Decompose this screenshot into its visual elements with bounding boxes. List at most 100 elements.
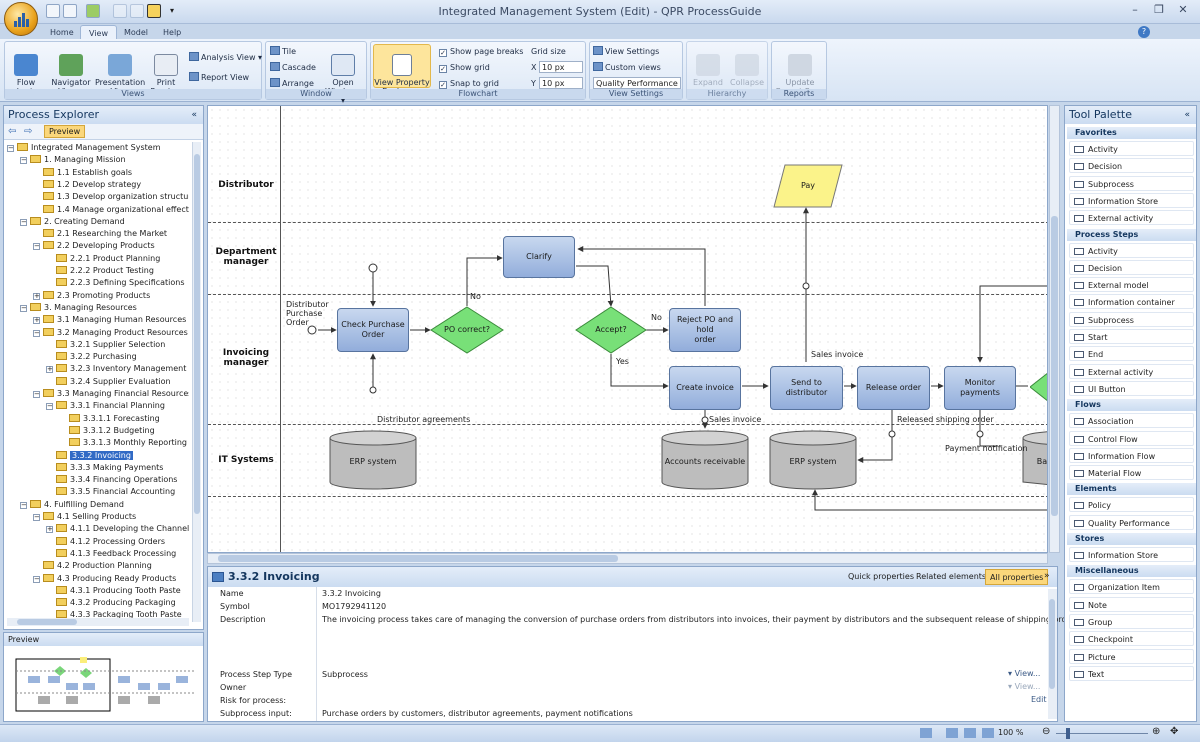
tree-item[interactable]: 4.2 Production Planning	[33, 560, 152, 572]
minimize-button[interactable]: –	[1132, 3, 1138, 16]
flowchart-canvas[interactable]: Distributor Department manager Invoicing…	[207, 105, 1048, 553]
palette-section-header[interactable]: Flows	[1067, 399, 1196, 412]
help-icon[interactable]: ?	[1138, 26, 1150, 38]
palette-item[interactable]: Information Flow	[1069, 447, 1194, 463]
tree-item[interactable]: 4.3.3 Packaging Tooth Paste	[46, 609, 182, 621]
tree-item[interactable]: 4.3.1 Producing Tooth Paste	[46, 585, 181, 597]
fit-page-icon[interactable]: ✥	[1170, 726, 1179, 737]
check-purchase-order-activity[interactable]: Check Purchase Order	[337, 308, 409, 352]
palette-section-header[interactable]: Process Steps	[1067, 228, 1196, 241]
pointer-tool-icon[interactable]	[147, 4, 161, 18]
palette-item[interactable]: Information Store	[1069, 547, 1194, 562]
reject-po-activity[interactable]: Reject PO and hold order	[669, 308, 741, 352]
tree-item[interactable]: 2.1 Researching the Market	[33, 228, 167, 240]
tab-view[interactable]: View	[80, 25, 117, 40]
view-link-2[interactable]: ▾ View...	[1008, 682, 1041, 691]
tree-item[interactable]: 1.4 Manage organizational effectivene	[33, 204, 189, 216]
zoom-out-icon[interactable]: ⊖	[1042, 726, 1051, 737]
palette-item[interactable]: Activity	[1069, 242, 1194, 258]
arrange-button[interactable]: Arrange	[270, 78, 314, 88]
tree-item[interactable]: 4.3.2 Producing Packaging	[46, 597, 176, 609]
zoom-in-icon[interactable]: ⊕	[1152, 726, 1161, 737]
palette-item[interactable]: Subprocess	[1069, 311, 1194, 327]
collapse-icon[interactable]: −	[33, 574, 40, 583]
report-view-button[interactable]: Report View	[189, 72, 249, 82]
zoom-slider[interactable]	[1056, 733, 1148, 734]
palette-item[interactable]: End	[1069, 346, 1194, 362]
application-menu-button[interactable]	[4, 2, 38, 36]
lane-invoicing-manager[interactable]: Invoicing manager	[222, 348, 270, 368]
open-icon[interactable]	[86, 4, 100, 18]
maximize-button[interactable]: ❐	[1154, 3, 1164, 16]
accept-decision[interactable]: Accept?	[575, 306, 647, 354]
edit-link[interactable]: Edit	[1031, 695, 1047, 704]
tree-item[interactable]: 4.1.2 Processing Orders	[46, 536, 165, 548]
palette-item[interactable]: Group	[1069, 613, 1194, 629]
collapse-icon[interactable]: −	[33, 390, 40, 398]
tree-item[interactable]: 3.3.1.2 Budgeting	[59, 425, 155, 437]
new-icon[interactable]	[63, 4, 77, 18]
tab-help[interactable]: Help	[163, 28, 182, 37]
tree-item[interactable]: −Integrated Management System	[7, 142, 161, 154]
view-link-1[interactable]: ▾ View...	[1008, 669, 1041, 678]
tree-item[interactable]: −1. Managing Mission	[20, 154, 126, 166]
view-mode-icon[interactable]	[920, 728, 932, 738]
props-scrollbar[interactable]	[1048, 589, 1057, 719]
expand-icon[interactable]: +	[33, 316, 40, 325]
tree-item[interactable]: 3.2.1 Supplier Selection	[46, 339, 165, 351]
tree-item[interactable]: +3.1 Managing Human Resources	[33, 314, 186, 326]
release-order-activity[interactable]: Release order	[857, 366, 930, 410]
grid-y-input[interactable]: 10 px	[539, 77, 583, 89]
tree-item[interactable]: +3.2.3 Inventory Management	[46, 363, 186, 375]
tree-item[interactable]: −4. Fulfilling Demand	[20, 499, 124, 511]
erp-system-store-1[interactable]: ERP system	[329, 430, 417, 490]
tree-item[interactable]: 3.3.2 Invoicing	[46, 450, 133, 462]
palette-section-header[interactable]: Favorites	[1067, 127, 1196, 139]
palette-item[interactable]: Start	[1069, 329, 1194, 344]
view-settings-select[interactable]: Quality Performance \	[593, 77, 681, 89]
palette-item[interactable]: Picture	[1069, 648, 1194, 664]
view-mode-icon[interactable]	[946, 728, 958, 738]
tree-item[interactable]: 2.2.3 Defining Specifications	[46, 277, 185, 289]
lane-department-manager[interactable]: Department manager	[215, 247, 277, 267]
palette-item[interactable]: Subprocess	[1069, 175, 1194, 191]
palette-item[interactable]: Decision	[1069, 158, 1194, 174]
tree-item[interactable]: 3.3.3 Making Payments	[46, 462, 163, 474]
grid-x-input[interactable]: 10 px	[539, 61, 583, 73]
tree-item[interactable]: 3.2.4 Supplier Evaluation	[46, 376, 171, 388]
tree-item[interactable]: −3.3.1 Financial Planning	[46, 400, 165, 412]
tree-item[interactable]: +4.1.1 Developing the Channel	[46, 523, 189, 535]
forward-arrow-icon[interactable]: ⇨	[24, 126, 33, 137]
tree-item[interactable]: 1.1 Establish goals	[33, 167, 132, 179]
send-to-distributor-activity[interactable]: Send to distributor	[770, 366, 843, 410]
view-settings-button[interactable]: View Settings	[593, 46, 659, 56]
collapse-icon[interactable]: −	[46, 402, 53, 411]
tree-item[interactable]: +2.3 Promoting Products	[33, 290, 150, 302]
view-property-explorer-button[interactable]: View Property Explorer ▾	[373, 44, 431, 96]
tree-item[interactable]: 3.3.5 Financial Accounting	[46, 486, 175, 498]
lane-it-systems[interactable]: IT Systems	[218, 455, 274, 465]
tree-item[interactable]: −3. Managing Resources	[20, 302, 137, 314]
create-invoice-activity[interactable]: Create invoice	[669, 366, 741, 410]
tab-model[interactable]: Model	[124, 28, 149, 37]
view-mode-icon[interactable]	[964, 728, 976, 738]
palette-item[interactable]: Policy	[1069, 497, 1194, 513]
snap-to-grid-checkbox[interactable]: ✓Snap to grid	[439, 79, 499, 89]
tree-scroll-thumb[interactable]	[194, 154, 200, 514]
tree-item[interactable]: −2. Creating Demand	[20, 216, 125, 228]
next-decision-partial[interactable]	[1029, 372, 1047, 402]
undo-icon[interactable]	[113, 4, 127, 18]
close-button[interactable]: ✕	[1178, 3, 1188, 16]
collapse-icon[interactable]: −	[33, 328, 40, 337]
back-arrow-icon[interactable]: ⇦	[8, 126, 17, 137]
palette-item[interactable]: Organization Item	[1069, 579, 1194, 595]
save-icon[interactable]	[46, 4, 60, 18]
palette-item[interactable]: External model	[1069, 277, 1194, 293]
po-correct-decision[interactable]: PO correct?	[430, 306, 504, 354]
palette-item[interactable]: Note	[1069, 596, 1194, 612]
tree-item[interactable]: −4.3 Producing Ready Products	[33, 573, 176, 585]
palette-item[interactable]: Checkpoint	[1069, 631, 1194, 647]
lane-distributor[interactable]: Distributor	[218, 180, 274, 190]
erp-system-store-2[interactable]: ERP system	[769, 430, 857, 490]
palette-item[interactable]: Association	[1069, 413, 1194, 429]
